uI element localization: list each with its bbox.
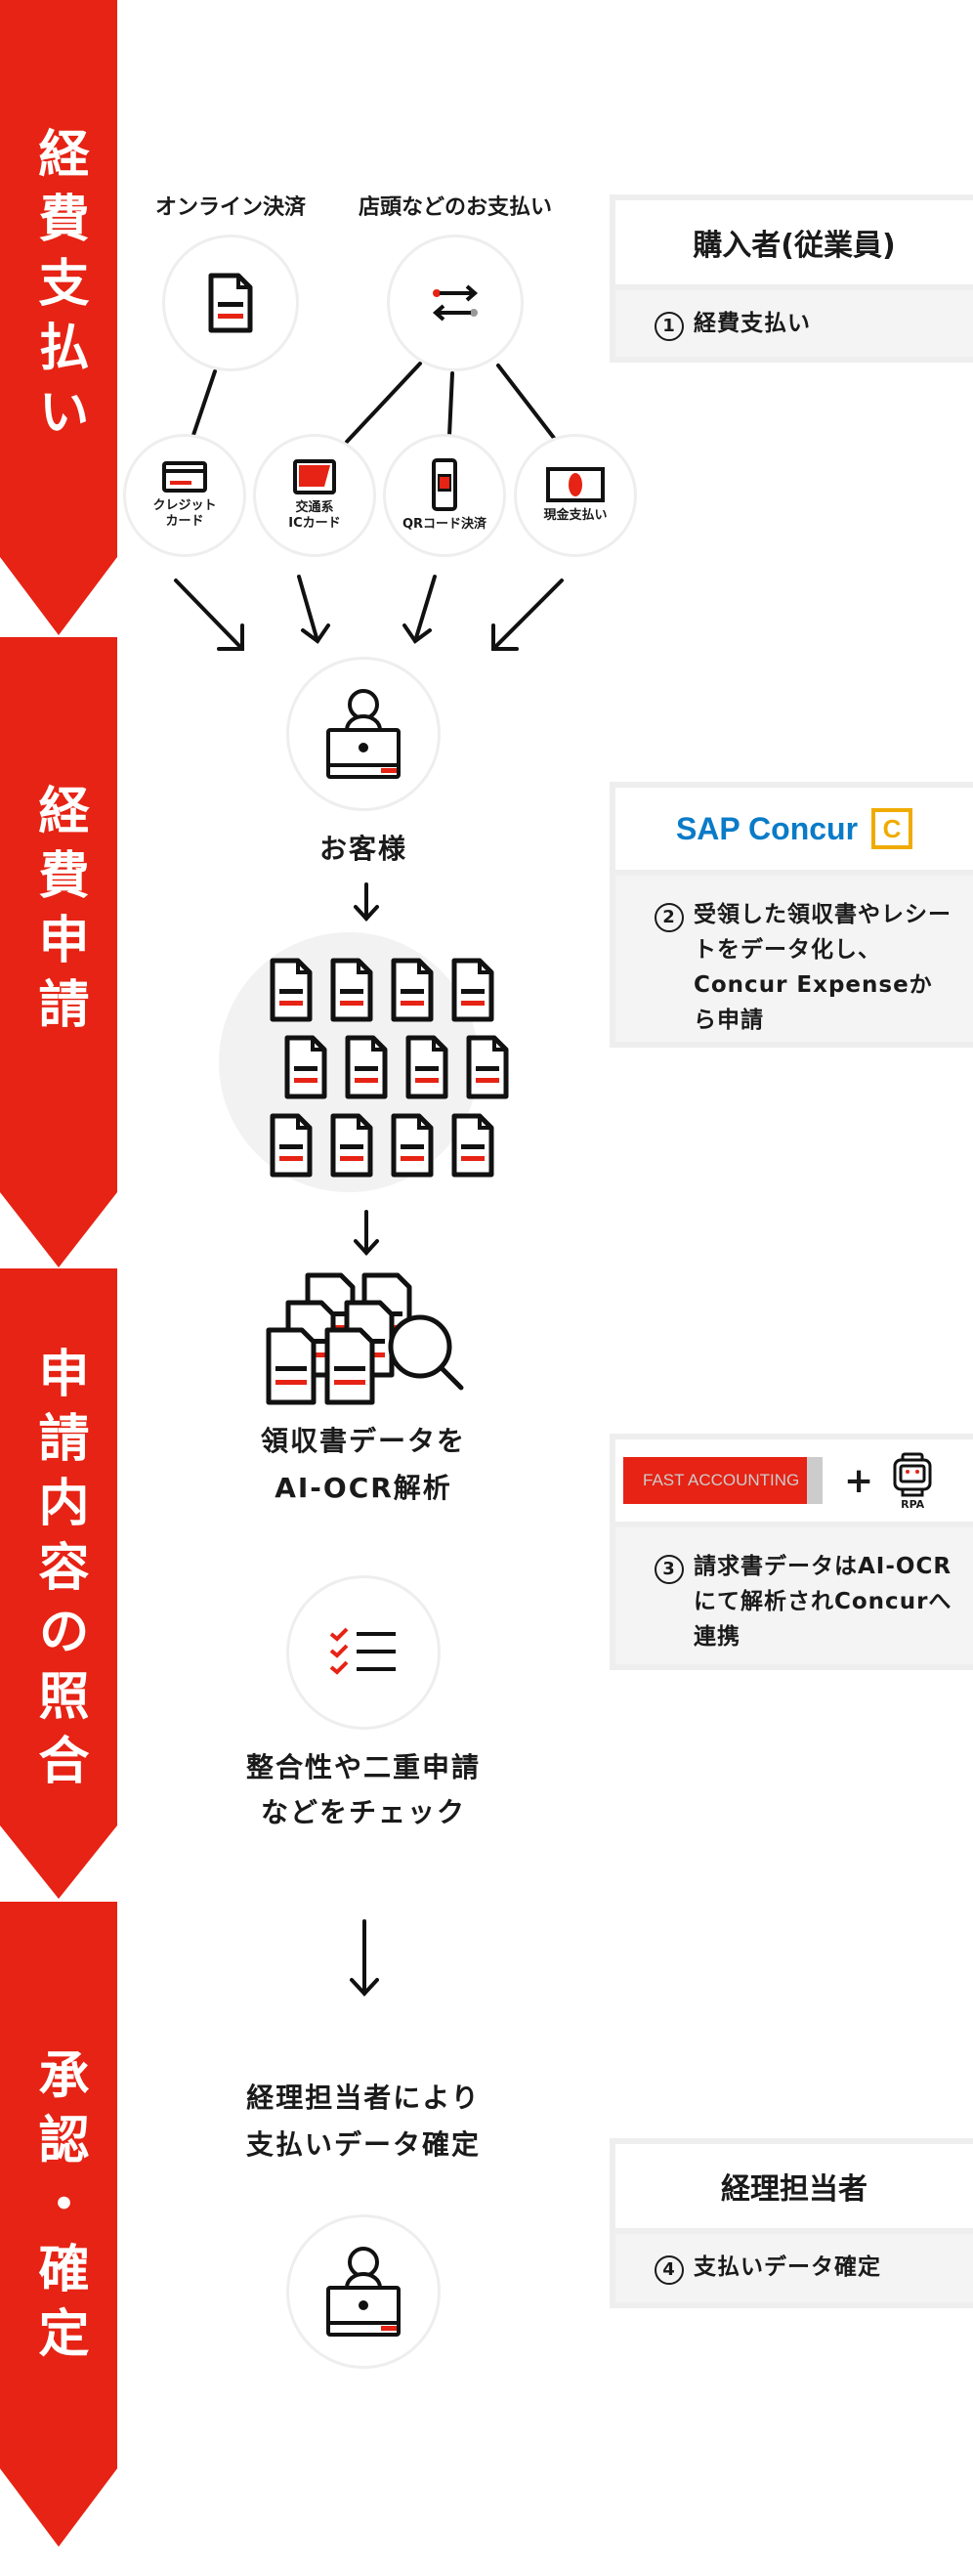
step-box-2: SAP Concur C 2 受領した領収書やレシートをデータ化し、Concur … <box>610 782 973 1048</box>
store-payment-label: 店頭などのお支払い <box>358 195 553 220</box>
ocr-label-line2: AI-OCR解析 <box>275 1472 452 1504</box>
receipt-icon <box>330 958 373 1022</box>
band-approval: 承認・確定 <box>0 1902 117 2576</box>
method-label: 現金支払い <box>543 508 608 523</box>
check-label-line2: などをチェック <box>260 1796 467 1828</box>
person-laptop-icon <box>326 2247 401 2337</box>
connectors <box>174 362 564 1996</box>
receipt-icon <box>451 958 494 1022</box>
approve-label-line1: 経理担当者により <box>246 2082 481 2114</box>
customer-circle <box>286 657 441 811</box>
arrow-icon <box>174 579 244 651</box>
connector-line <box>496 364 559 444</box>
step-text: 請求書データはAI-OCRにて解析されConcurへ連携 <box>694 1554 952 1650</box>
ocr-label-line1: 領収書データを <box>260 1425 467 1457</box>
method-qr-code: QRコード決済 <box>383 434 506 557</box>
sap-concur-text: SAP Concur <box>675 810 859 846</box>
concur-c-icon: C <box>871 808 913 849</box>
step-number: 4 <box>655 2255 684 2285</box>
fast-accounting-logo: FAST ACCOUNTING <box>623 1457 823 1504</box>
step-text: 支払いデータ確定 <box>694 2254 881 2280</box>
band-label: 申請内容の照合 <box>29 1347 88 1798</box>
step-text: 経費支払い <box>694 311 811 336</box>
step-number: 1 <box>655 312 684 341</box>
smartphone-qr-icon <box>432 458 457 511</box>
receipt-icon <box>345 1035 388 1099</box>
arrow-down-icon <box>350 1919 379 1996</box>
method-ic-card: 交通系 ICカード <box>253 434 376 557</box>
rpa-logo: RPA <box>891 1452 934 1510</box>
method-cash: 現金支払い <box>514 434 637 557</box>
rpa-label: RPA <box>901 1497 925 1511</box>
band-shape <box>0 1902 117 2547</box>
arrow-icon <box>402 575 437 644</box>
connector-line <box>447 371 454 438</box>
box-header: 経理担当者 <box>615 2144 973 2234</box>
step-text: 受領した領収書やレシートをデータ化し、Concur Expenseから申請 <box>694 902 952 1033</box>
band-shape <box>0 637 117 1267</box>
online-payment-circle <box>162 235 299 371</box>
store-payment-circle <box>387 235 524 371</box>
approve-label-line2: 支払いデータ確定 <box>245 2128 482 2161</box>
band-expense-claim: 経費申請 <box>0 637 117 1267</box>
robot-icon <box>893 1452 932 1496</box>
connector-line <box>190 369 217 440</box>
step-box-4: 経理担当者 4 支払いデータ確定 <box>610 2138 973 2308</box>
method-label: クレジット カード <box>152 498 217 529</box>
band-label: 承認・確定 <box>29 2048 88 2371</box>
step-box-3: FAST ACCOUNTING + RPA 3 請求書データはAI-OCRにて解析… <box>610 1434 973 1670</box>
receipt-icon <box>330 1113 373 1178</box>
receipt-icon <box>270 1113 313 1178</box>
arrow-down-icon <box>354 1210 379 1256</box>
step-box-1: 購入者(従業員) 1 経費支払い <box>610 194 973 363</box>
method-label: 交通系 ICカード <box>288 500 341 531</box>
receipt-icon <box>284 1035 327 1099</box>
exchange-arrows-icon <box>432 284 479 322</box>
receipt-icon <box>405 1035 448 1099</box>
person-laptop-icon <box>326 689 401 779</box>
sap-concur-logo: SAP Concur C <box>615 788 973 876</box>
receipt-icon <box>451 1113 494 1178</box>
box-header: 購入者(従業員) <box>615 200 973 290</box>
ic-card-icon <box>293 459 336 494</box>
check-label-line1: 整合性や二重申請 <box>245 1751 482 1783</box>
receipt-icon <box>391 958 434 1022</box>
step-number: 2 <box>655 903 684 932</box>
receipt-icon <box>324 1327 375 1405</box>
band-label: 経費支払い <box>29 127 88 450</box>
plus-sign: + <box>844 1460 874 1501</box>
method-credit-card: クレジット カード <box>123 434 246 557</box>
documents-magnifier-icon <box>266 1272 464 1405</box>
receipt-icon <box>266 1327 317 1405</box>
arrow-down-icon <box>354 882 379 922</box>
receipt-icon <box>466 1035 509 1099</box>
receipt-icon <box>391 1113 434 1178</box>
band-verification: 申請内容の照合 <box>0 1268 117 1899</box>
arrow-icon <box>297 575 330 644</box>
check-circle <box>286 1575 441 1730</box>
credit-card-icon <box>162 461 207 493</box>
online-payment-label: オンライン決済 <box>154 195 307 220</box>
band-shape <box>0 0 117 635</box>
connector-line <box>345 362 422 444</box>
customer-label: お客様 <box>318 833 408 865</box>
step-number: 3 <box>655 1555 684 1584</box>
receipt-icon <box>270 958 313 1022</box>
checklist-icon <box>329 1627 396 1675</box>
accountant-circle <box>286 2214 441 2369</box>
fast-accounting-rpa-header: FAST ACCOUNTING + RPA <box>615 1439 973 1527</box>
method-label: QRコード決済 <box>402 517 487 532</box>
band-shape <box>0 1268 117 1899</box>
band-label: 経費申請 <box>29 784 88 1042</box>
band-expense-payment: 経費支払い <box>0 0 117 635</box>
arrow-icon <box>491 579 564 651</box>
cash-icon <box>546 467 605 502</box>
document-icon <box>208 273 253 333</box>
